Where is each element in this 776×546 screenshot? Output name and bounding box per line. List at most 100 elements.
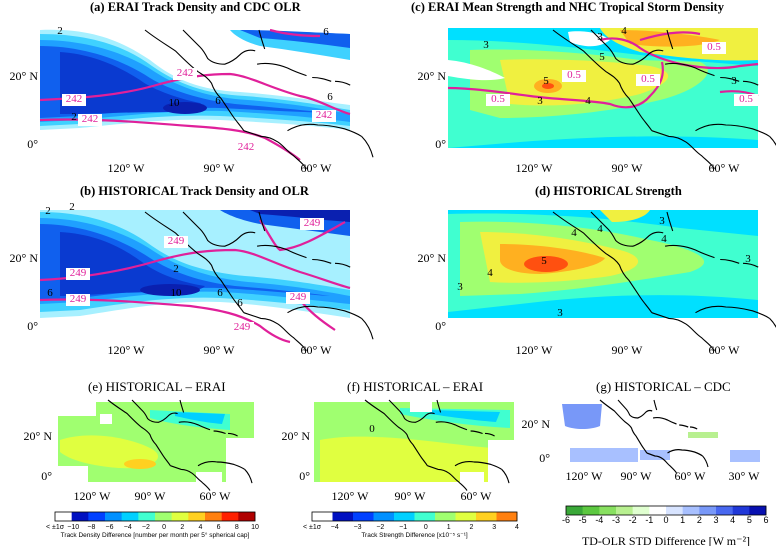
coast-segment — [590, 29, 664, 65]
colorbar-tick-label: -2 — [629, 515, 637, 525]
colorbar-swatch — [238, 512, 256, 521]
colorbar-swatch — [312, 512, 333, 521]
colorbar-swatch — [105, 512, 122, 521]
coast-segment — [679, 424, 689, 428]
colorbar-tick-label: < ±1σ — [303, 524, 322, 531]
coast-segment — [720, 76, 740, 82]
colorbar-tick-label: 5 — [747, 515, 752, 525]
lon-tick-label: 120° W — [74, 489, 112, 503]
lon-tick-label: 60° W — [301, 161, 333, 175]
coast-segment — [769, 136, 776, 146]
colorbar-tick-label: -6 — [562, 515, 570, 525]
panel-d-map — [448, 210, 758, 342]
colorbar-swatch — [455, 512, 477, 521]
lat-tick-label: 20° N — [24, 429, 53, 443]
density-label: 10 — [171, 287, 183, 299]
lon-tick-label: 120° W — [516, 343, 554, 357]
colorbar-swatch — [632, 506, 650, 515]
lon-tick-label: 120° W — [108, 161, 146, 175]
panel-f-map — [312, 398, 517, 494]
lon-tick-label: 90° W — [612, 343, 644, 357]
lon-tick-label: 60° W — [301, 343, 333, 357]
panel-a-title: (a) ERAI Track Density and CDC OLR — [90, 0, 301, 14]
colorbar-swatch — [749, 506, 767, 515]
lon-tick-label: 90° W — [204, 161, 236, 175]
colorbar-swatch — [666, 506, 683, 515]
density-label: 6 — [215, 95, 221, 107]
panel-f-title: (f) HISTORICAL – ERAI — [347, 379, 484, 394]
colorbar-tick-label: 0 — [424, 524, 428, 531]
colorbar-swatch — [353, 512, 374, 521]
lat-tick-label: 0° — [435, 319, 446, 333]
strength-label: 5 — [599, 51, 605, 63]
lon-tick-label: 120° W — [108, 343, 146, 357]
contour-label-box — [702, 42, 726, 54]
coast-segment — [287, 305, 362, 319]
colorbar-frame — [54, 511, 256, 522]
coast-segment — [435, 421, 468, 431]
colorbar-frame — [311, 511, 518, 522]
olr-contour-b-south — [39, 298, 291, 344]
density-label: 6 — [327, 91, 333, 103]
contour-label-box — [78, 114, 102, 126]
coastline-b — [144, 211, 374, 352]
lat-tick-label: 0° — [539, 451, 550, 465]
lat-tick-label: 20° N — [522, 417, 551, 431]
colorbar-tick-label: 3 — [492, 524, 496, 531]
lon-tick-label: 90° W — [621, 469, 653, 483]
coast-segment — [182, 29, 256, 65]
colorbar-tick-label: < ±1σ — [46, 524, 65, 531]
colorbar-swatch — [649, 506, 667, 515]
coast-segment — [244, 469, 253, 484]
colorbar-title: Track Density Difference [number per mon… — [61, 531, 250, 539]
colorbar-tick-label: 0 — [663, 515, 668, 525]
panel-d-title: (d) HISTORICAL Strength — [535, 184, 682, 198]
colorbar-tick-label: −8 — [87, 524, 95, 531]
colorbar-tick-label: 6 — [217, 524, 221, 531]
colorbar-title: TD-OLR STD Difference [W m⁻²] — [582, 534, 750, 546]
lon-tick-label: 90° W — [204, 343, 236, 357]
olr-contour-b-north — [39, 248, 351, 290]
density-label: 6 — [47, 287, 53, 299]
lat-tick-label: 0° — [435, 137, 446, 151]
colorbar-swatch — [188, 512, 206, 521]
lon-tick-label: 120° W — [332, 489, 370, 503]
colorbar-tick-label: −10 — [67, 524, 79, 531]
colorbar-swatch — [171, 512, 189, 521]
coast-segment — [287, 123, 362, 137]
coast-segment — [131, 399, 178, 423]
coast-segment — [590, 211, 664, 247]
density-label: 6 — [217, 287, 223, 299]
density-label: 6 — [237, 297, 243, 309]
strength-label: 3 — [483, 39, 489, 51]
olr-label: 242 — [177, 67, 194, 79]
olr-contour-a-north — [39, 72, 351, 116]
contour-label-box — [562, 70, 586, 82]
nhc-label: 0.5 — [567, 69, 581, 81]
nhc-label: 0.5 — [739, 93, 753, 105]
lat-tick-label: 20° N — [418, 251, 447, 265]
colorbar-tick-label: 3 — [713, 515, 718, 525]
lat-tick-label: 0° — [27, 319, 38, 333]
lat-tick-label: 0° — [27, 137, 38, 151]
colorbar-title: Track Strength Difference [x10⁻⁵ s⁻¹] — [361, 532, 468, 539]
panel-e-map — [55, 398, 260, 494]
density-band-atlantic-2 — [250, 210, 350, 222]
density-label: 2 — [71, 111, 77, 123]
panel-a-map — [40, 28, 350, 130]
contour-label-box — [164, 236, 188, 248]
density-label: 2 — [57, 25, 63, 37]
olr-contour-b-top — [259, 219, 346, 252]
coast-segment — [652, 416, 677, 425]
coast-segment — [667, 449, 703, 457]
lon-tick-label: 120° W — [566, 469, 604, 483]
density-band-atlantic-2 — [240, 30, 350, 48]
lat-tick-label: 0° — [299, 469, 310, 483]
coast-segment — [617, 399, 653, 419]
coastline-f — [364, 399, 510, 491]
coast-segment — [695, 305, 770, 319]
contour-label-box — [636, 74, 660, 86]
panel-g-title: (g) HISTORICAL – CDC — [596, 379, 731, 394]
colorbar-swatch — [599, 506, 617, 515]
